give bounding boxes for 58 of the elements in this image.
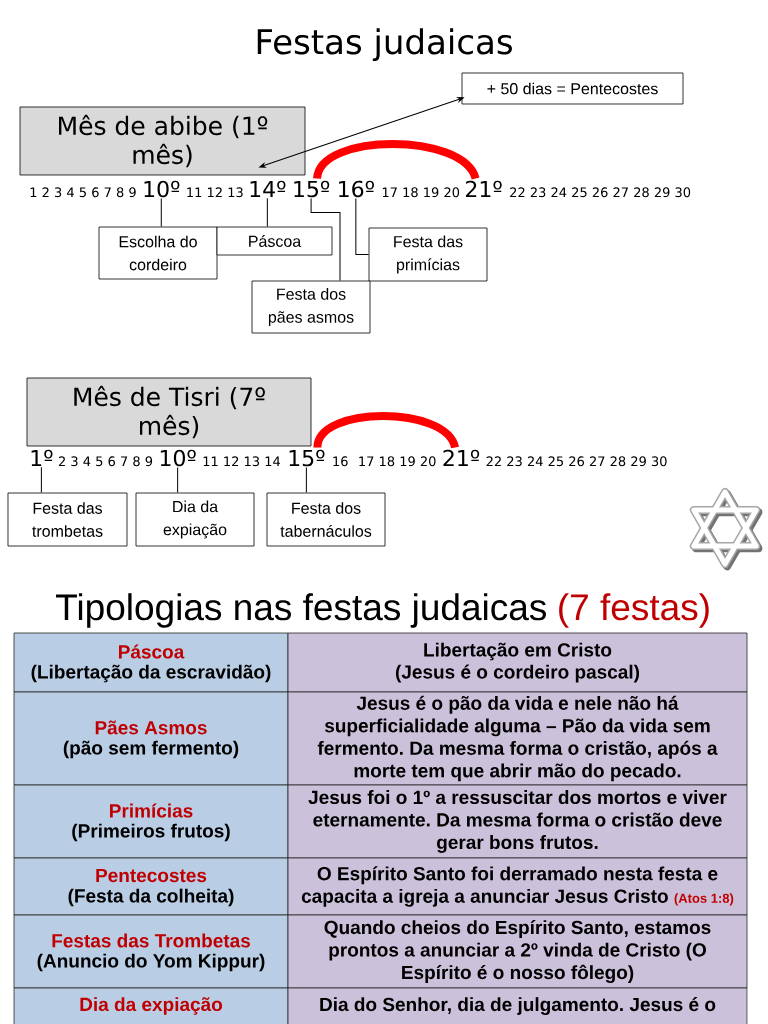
title: Festas judaicas xyxy=(257,28,512,62)
number-sequence: 22 23 24 25 26 27 28 29 30 xyxy=(510,187,691,198)
cell-text: (Festa da colheita) xyxy=(68,888,234,907)
number-sequence: 17 18 19 20 xyxy=(382,187,460,198)
connector-line xyxy=(160,198,162,228)
cell-heading: Pães Asmos xyxy=(95,720,207,735)
event-box: Festa das primícias xyxy=(368,227,488,282)
cell-heading: Festas das Trombetas xyxy=(52,933,250,948)
arrow xyxy=(259,97,464,168)
cell-text: Jesus foi o 1º a ressuscitar dos mortos e viver eternamente. Da mesma forma o cristão deve gerar bons frutos. xyxy=(308,790,727,853)
number-sequence: 11 12 13 14 xyxy=(203,456,281,467)
connector-line xyxy=(40,466,42,494)
cell-text: (pão sem fermento) xyxy=(63,740,239,759)
day-number: 21º xyxy=(443,449,480,466)
arc-connector xyxy=(313,140,480,181)
heading-note: (7 festas) xyxy=(559,593,709,628)
connector-line xyxy=(305,467,307,494)
cell-text: Libertação em Cristo xyxy=(424,642,612,661)
event-box: Festa dos pães asmos xyxy=(251,280,371,334)
event-box: + 50 dias = Pentecostes xyxy=(461,72,684,105)
cell-heading: Páscoa xyxy=(119,644,185,659)
day-number: 21º xyxy=(466,180,502,197)
cell-heading: Primícias xyxy=(110,803,193,818)
number-sequence: 1 2 3 4 5 6 7 8 9 xyxy=(30,187,136,198)
day-number: 16º xyxy=(339,180,374,198)
day-number: 14º xyxy=(250,180,286,197)
number-sequence: 22 23 24 25 26 27 28 29 30 xyxy=(486,456,667,467)
event-box: Escolha do cordeiro xyxy=(98,226,218,280)
event-box: Festa das trombetas xyxy=(7,492,128,547)
cell-text: (Jesus é o cordeiro pascal) xyxy=(395,664,640,683)
cell-text: Jesus é o pão da vida e nele não há superficialidade alguma – Pão da vida sem fermento. Da mesma forma o cristão, após a morte tem que abrir mão do pecado. xyxy=(317,695,718,782)
month-box: Mês de abibe (1º mês) xyxy=(19,106,306,176)
cell-text: Dia do Senhor, dia de julgamento. Jesus é o xyxy=(320,997,716,1015)
cell-heading: Dia da expiação xyxy=(80,997,223,1015)
cell-text: O Espírito Santo foi derramado nesta festa e capacita a igreja a anunciar Jesus Cristo (Atos 1:8) xyxy=(301,866,734,907)
cell-text: (Anuncio do Yom Kippur) xyxy=(37,953,265,972)
heading: Tipologias nas festas judaicas xyxy=(56,593,546,628)
connector-line xyxy=(266,197,268,228)
event-box: Páscoa xyxy=(216,226,333,256)
number-sequence: 2 3 4 5 6 7 8 9 xyxy=(58,456,153,467)
number-sequence: 11 12 13 xyxy=(187,187,243,198)
day-number: 15º xyxy=(289,449,325,467)
number-sequence: 17 18 19 20 xyxy=(359,456,436,467)
day-number: 10º xyxy=(144,180,180,198)
cell-text: (Libertação da escravidão) xyxy=(31,664,271,683)
month-box: Mês de Tisri (7º mês) xyxy=(26,377,312,447)
event-box: Dia da expiação xyxy=(135,492,255,547)
number-sequence: 16 xyxy=(333,456,348,467)
cell-heading: Pentecostes xyxy=(96,868,207,883)
cell-text: Quando cheios do Espírito Santo, estamos prontos a anunciar a 2º vinda de Cristo (O Espírito é o nosso fôlego) xyxy=(324,920,711,983)
connector-line xyxy=(177,467,179,494)
connector-line xyxy=(310,198,341,282)
cell-text: (Primeiros frutos) xyxy=(72,823,230,842)
day-number: 10º xyxy=(160,449,196,467)
day-number: 1º xyxy=(31,449,53,466)
connector-line xyxy=(355,198,370,255)
event-box: Festa dos tabernáculos xyxy=(266,492,386,547)
day-number: 15º xyxy=(294,180,330,198)
